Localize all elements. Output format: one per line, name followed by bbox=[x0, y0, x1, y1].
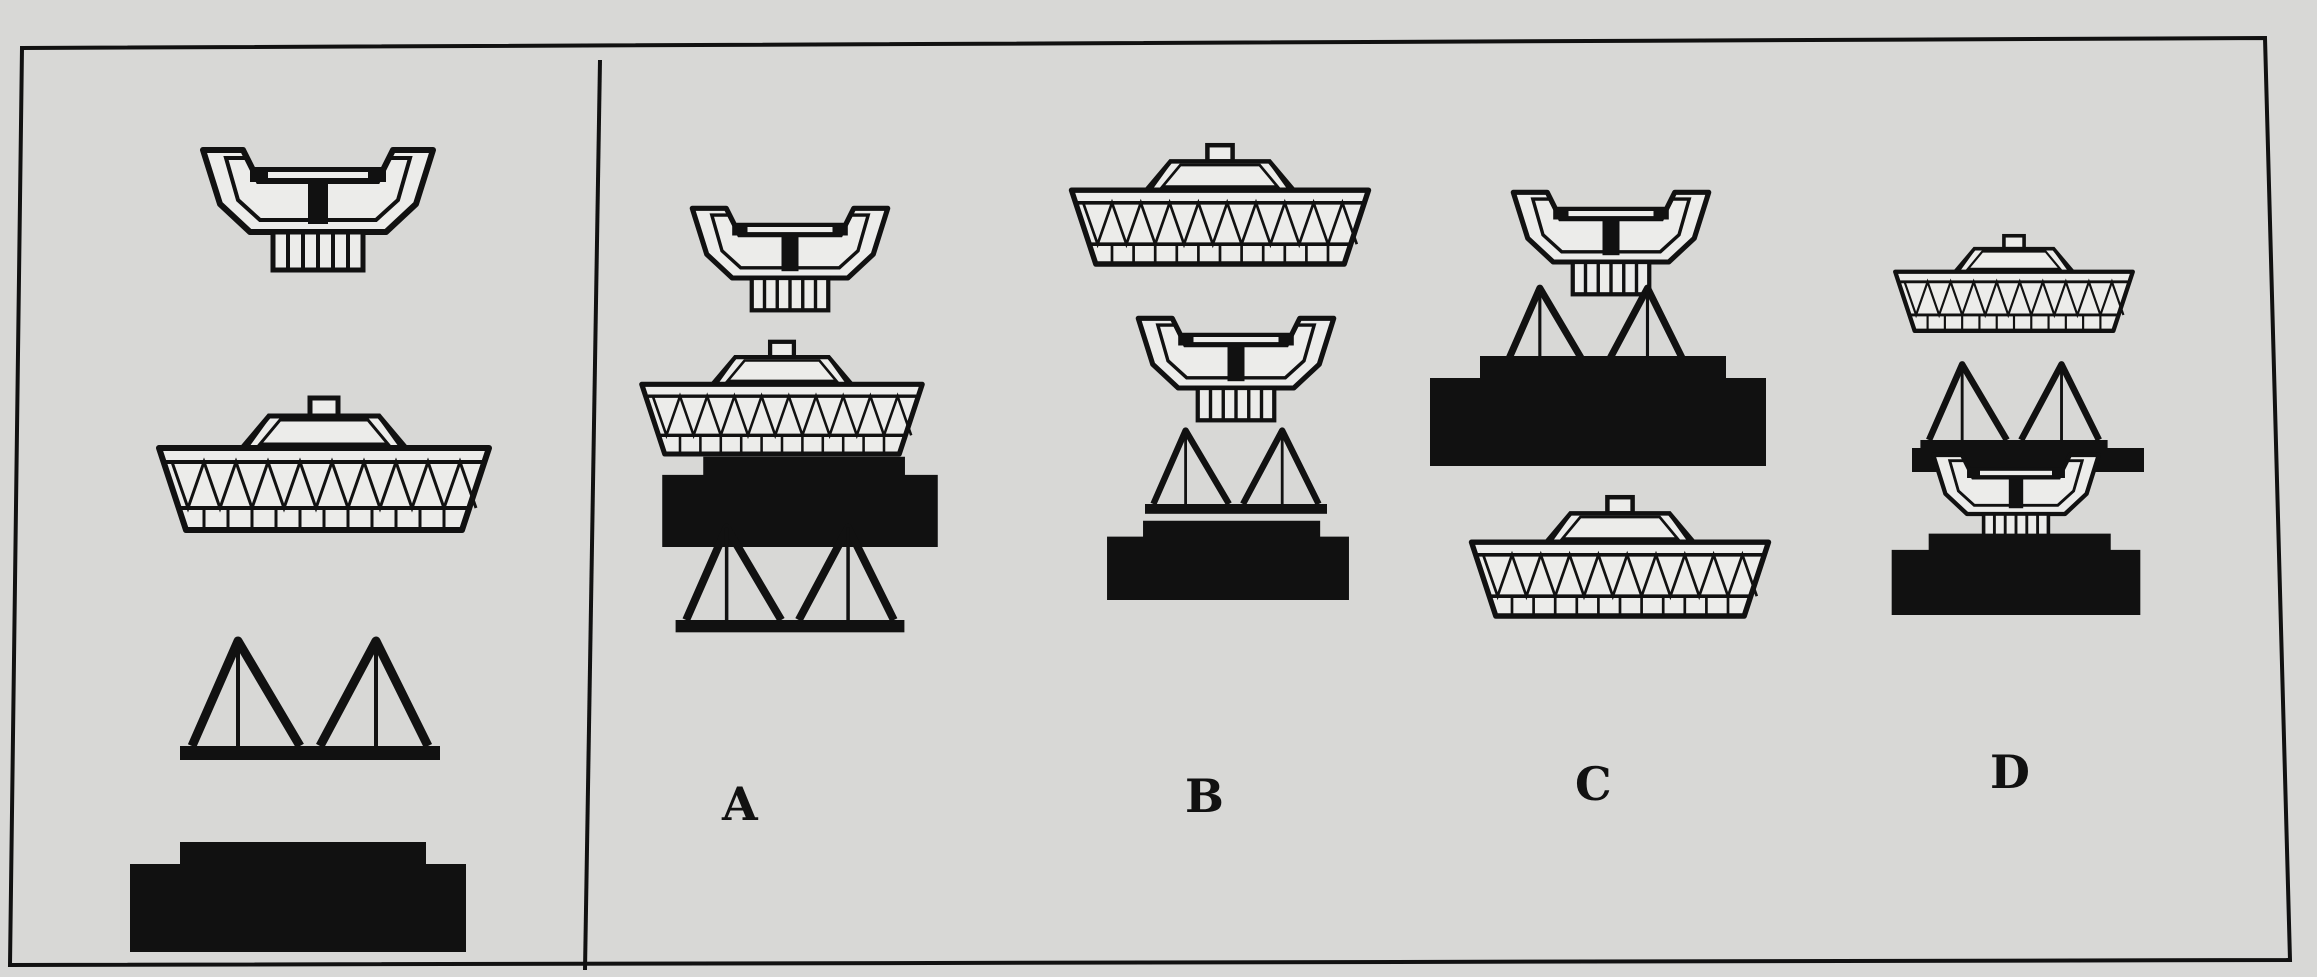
option-b-label[interactable]: B bbox=[1185, 769, 1224, 823]
option-a-label[interactable]: A bbox=[721, 777, 759, 831]
option-d-label[interactable]: D bbox=[1990, 745, 2030, 799]
option-c-label[interactable]: C bbox=[1575, 757, 1612, 811]
black-block-piece bbox=[130, 842, 466, 952]
